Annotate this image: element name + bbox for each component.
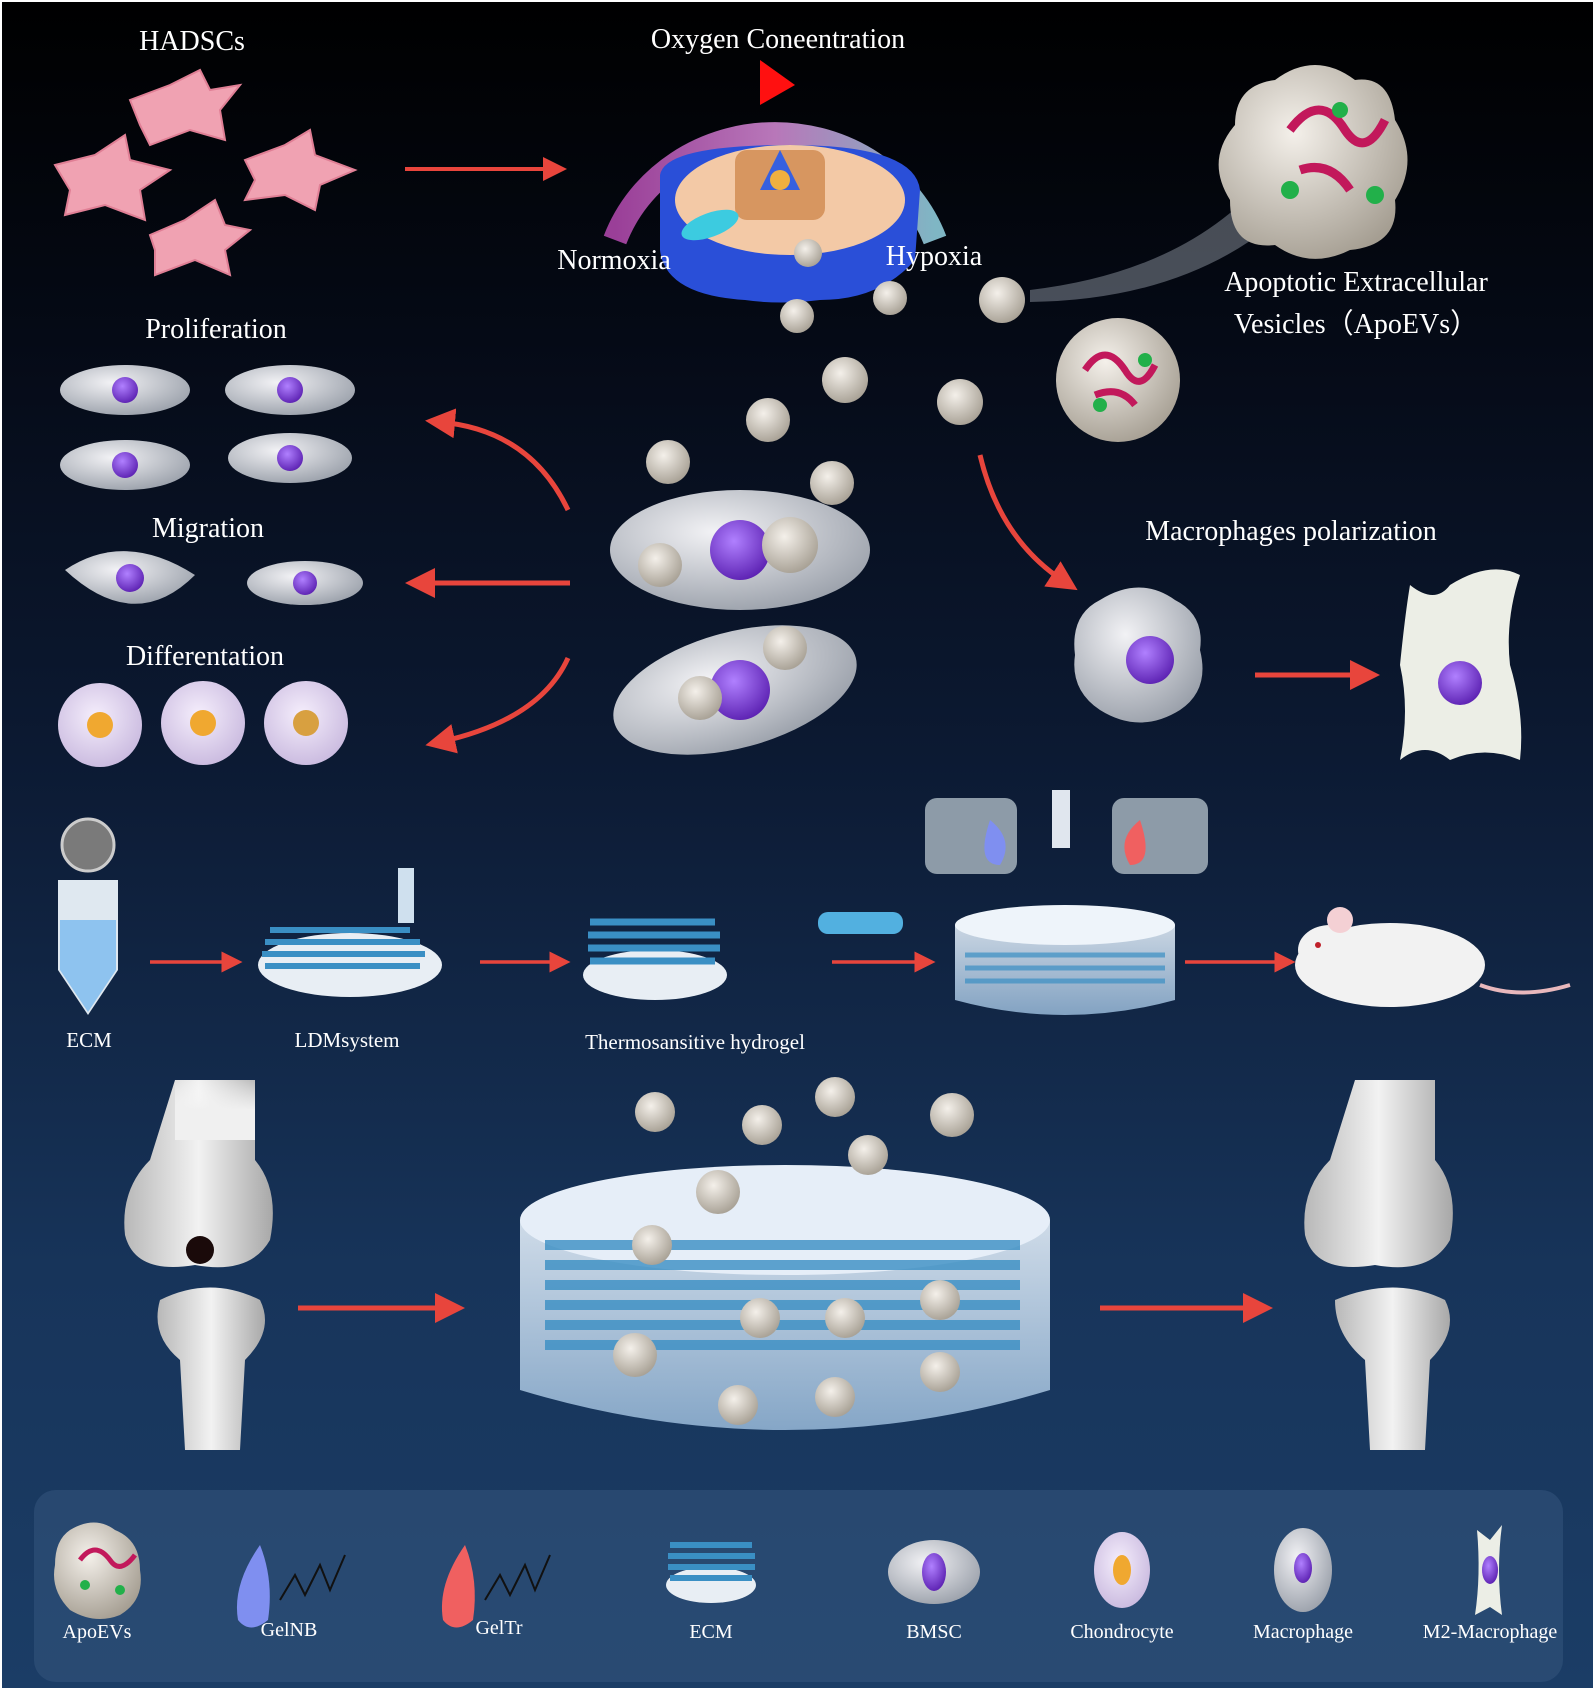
legend-label-apoevs: ApoEVs xyxy=(62,1621,132,1643)
mouse-icon xyxy=(1295,907,1571,1007)
bmsc-with-apoevs-icon xyxy=(610,490,870,755)
macrophage-polarization-label: Macrophages polarization xyxy=(1145,516,1437,547)
normoxia-label: Normoxia xyxy=(557,245,671,276)
effect-arrows xyxy=(405,408,1380,754)
large-hydrogel-scaffold-icon xyxy=(520,1077,1050,1430)
crosslinking-inset-icon xyxy=(925,790,1208,874)
proliferation-cells-icon xyxy=(60,365,355,490)
legend-ecm-icon xyxy=(666,1542,756,1603)
ldm-system-label: LDMsystem xyxy=(294,1028,400,1052)
hydrogel-scaffold-icon xyxy=(583,912,903,1000)
hypoxia-label: Hypoxia xyxy=(885,241,983,272)
hydrogel-with-apoevs-icon xyxy=(955,905,1175,1015)
apoev-vesicles-icon xyxy=(646,277,1180,505)
cell-organelles-icon xyxy=(660,145,920,303)
ecm-label: ECM xyxy=(66,1028,112,1052)
apoev-enlarged-icon xyxy=(1218,65,1408,259)
oxygen-concentration-label: Oxygen Coneentration xyxy=(650,24,906,55)
legend-gelnb-icon xyxy=(236,1545,346,1628)
legend-label-macrophage: Macrophage xyxy=(1253,1621,1353,1643)
macrophage-icon xyxy=(1074,587,1203,723)
legend-geltr-icon xyxy=(441,1545,551,1628)
legend-label-geltr: GelTr xyxy=(475,1617,523,1639)
legend-label-ecm: ECM xyxy=(689,1621,733,1643)
migration-label: Migration xyxy=(152,513,264,544)
legend-bmsc-icon xyxy=(888,1540,980,1604)
hadsc-cells-icon xyxy=(53,68,358,277)
legend-chondrocyte-icon xyxy=(1094,1532,1150,1608)
repaired-knee-joint-icon xyxy=(1304,1080,1453,1450)
differentiation-cells-icon xyxy=(58,681,348,767)
apoevs-title-line1: Apoptotic Extracellular xyxy=(1224,267,1488,298)
damaged-knee-joint-icon xyxy=(124,1080,273,1450)
legend-label-chondrocyte: Chondrocyte xyxy=(1070,1621,1174,1643)
legend-m2-macrophage-icon xyxy=(1475,1525,1502,1615)
legend-label-gelnb: GelNB xyxy=(260,1619,318,1641)
hadscs-label: HADSCs xyxy=(139,26,245,57)
legend-label-bmsc: BMSC xyxy=(906,1621,962,1643)
differentiation-label: Differentation xyxy=(125,641,285,672)
proliferation-label: Proliferation xyxy=(145,314,287,345)
migration-cells-icon xyxy=(65,551,363,605)
legend-label-m2-macrophage: M2-Macrophage xyxy=(1422,1621,1558,1643)
process-arrows xyxy=(150,951,1296,1323)
legend-macrophage-icon xyxy=(1274,1528,1332,1612)
ecm-tube-icon xyxy=(58,817,118,1015)
oxygen-direction-arrowhead xyxy=(760,60,795,105)
ldm-system-icon xyxy=(258,868,442,997)
m2-macrophage-icon xyxy=(1400,569,1522,760)
apoevs-title-line2: Vesicles（ApoEVs） xyxy=(1233,309,1479,340)
hydrogel-label: Thermosansitive hydrogel xyxy=(585,1030,805,1054)
legend-apoevs-icon xyxy=(54,1522,141,1619)
